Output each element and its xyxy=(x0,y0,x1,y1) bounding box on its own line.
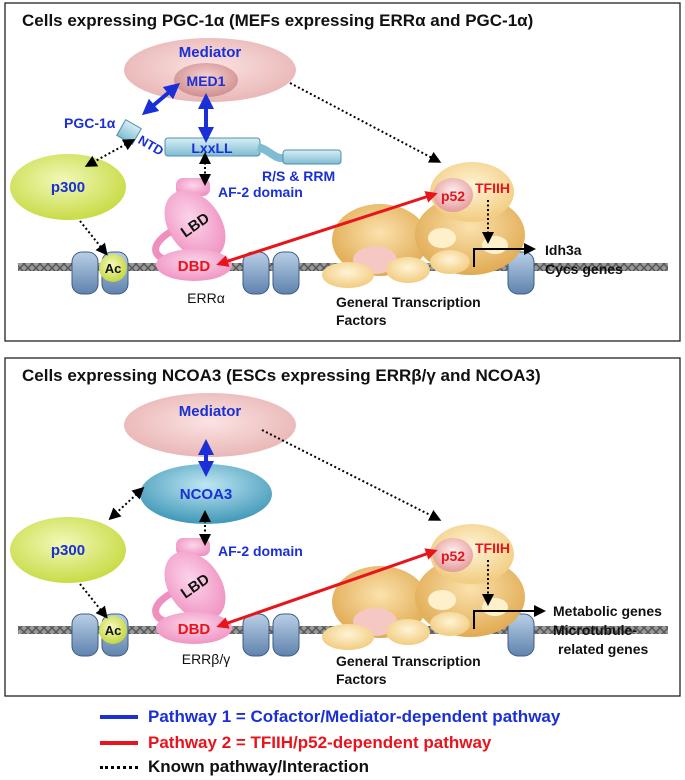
erra-receptor xyxy=(152,178,232,281)
mediator-complex xyxy=(124,393,296,457)
nucleosome xyxy=(507,251,535,295)
med1-subunit xyxy=(174,63,238,97)
p52-label: p52 xyxy=(441,188,465,204)
legend-known-label: Known pathway/Interaction xyxy=(148,757,370,776)
pgc1a-protein xyxy=(116,119,342,165)
pathway1-arrow xyxy=(141,82,181,116)
known-interaction-arrow xyxy=(79,220,108,256)
p52-label: p52 xyxy=(441,548,465,564)
known-interaction-arrow xyxy=(261,429,442,521)
gtf-label-line1: General Transcription xyxy=(336,294,481,310)
ncoa3-protein xyxy=(140,464,272,524)
mediator-label: Mediator xyxy=(179,44,242,61)
p300-label: p300 xyxy=(51,542,85,559)
gtf-label-line2: Factors xyxy=(336,671,387,687)
legend-line-dotted xyxy=(100,765,138,769)
p52-protein: p52 xyxy=(433,178,473,212)
legend-known: Known pathway/Interaction xyxy=(100,755,660,779)
legend-pathway2-label: Pathway 2 = TFIIH/p52-dependent pathway xyxy=(148,733,492,752)
legend-pathway2: Pathway 2 = TFIIH/p52-dependent pathway xyxy=(100,731,660,755)
known-interaction-arrow xyxy=(108,486,145,521)
p300-protein xyxy=(10,517,126,583)
gtf-label-line1: General Transcription xyxy=(336,653,481,669)
ncoa3-label: NCOA3 xyxy=(180,486,233,503)
target-gene-line2: Cycs genes xyxy=(545,261,623,277)
errbg-receptor xyxy=(152,538,232,644)
rs-rrm-label: R/S & RRM xyxy=(262,168,335,184)
legend-line-blue xyxy=(100,715,138,719)
dbd-label: DBD xyxy=(178,258,211,275)
tfiih-label: TFIIH xyxy=(475,180,510,196)
receptor-label: ERRβ/γ xyxy=(182,651,231,667)
target-gene-line3: related genes xyxy=(558,641,648,657)
known-interaction-arrow xyxy=(289,82,442,163)
pathway2-arrow xyxy=(216,191,438,267)
dbd-label: DBD xyxy=(178,621,211,638)
pathway2-arrow xyxy=(216,548,438,629)
p52-protein: p52 xyxy=(433,538,473,572)
target-gene-line1: Idh3a xyxy=(545,242,582,258)
gtf-label-line2: Factors xyxy=(336,312,387,328)
tfiih-label: TFIIH xyxy=(475,540,510,556)
target-gene-line2: Microtubule- xyxy=(553,622,637,638)
lxxll-label: LxxLL xyxy=(191,140,233,156)
panel1-title: Cells expressing PGC-1α (MEFs expressing… xyxy=(22,11,533,30)
receptor-label: ERRα xyxy=(187,290,225,306)
legend-pathway1: Pathway 1 = Cofactor/Mediator-dependent … xyxy=(100,705,660,729)
mediator-label: Mediator xyxy=(179,403,242,420)
transcription-start-arrow xyxy=(473,605,546,629)
pgc1a-label: PGC-1α xyxy=(64,115,116,131)
p300-label: p300 xyxy=(51,179,85,196)
legend-line-red xyxy=(100,741,138,745)
acetyl-group xyxy=(99,616,127,644)
acetyl-group xyxy=(99,254,127,282)
med1-label: MED1 xyxy=(187,73,226,89)
af2-domain-label: AF-2 domain xyxy=(218,184,303,200)
af2-domain-label: AF-2 domain xyxy=(218,543,303,559)
panel2-title: Cells expressing NCOA3 (ESCs expressing … xyxy=(22,366,541,385)
legend-pathway1-label: Pathway 1 = Cofactor/Mediator-dependent … xyxy=(148,707,561,726)
p300-protein xyxy=(10,154,126,220)
known-interaction-arrow xyxy=(79,583,108,619)
nucleosome xyxy=(507,613,535,657)
target-gene-line1: Metabolic genes xyxy=(553,603,662,619)
ac-label: Ac xyxy=(105,623,122,638)
ac-label: Ac xyxy=(105,261,122,276)
known-interaction-arrow xyxy=(84,139,136,167)
transcription-start-arrow xyxy=(473,243,536,267)
